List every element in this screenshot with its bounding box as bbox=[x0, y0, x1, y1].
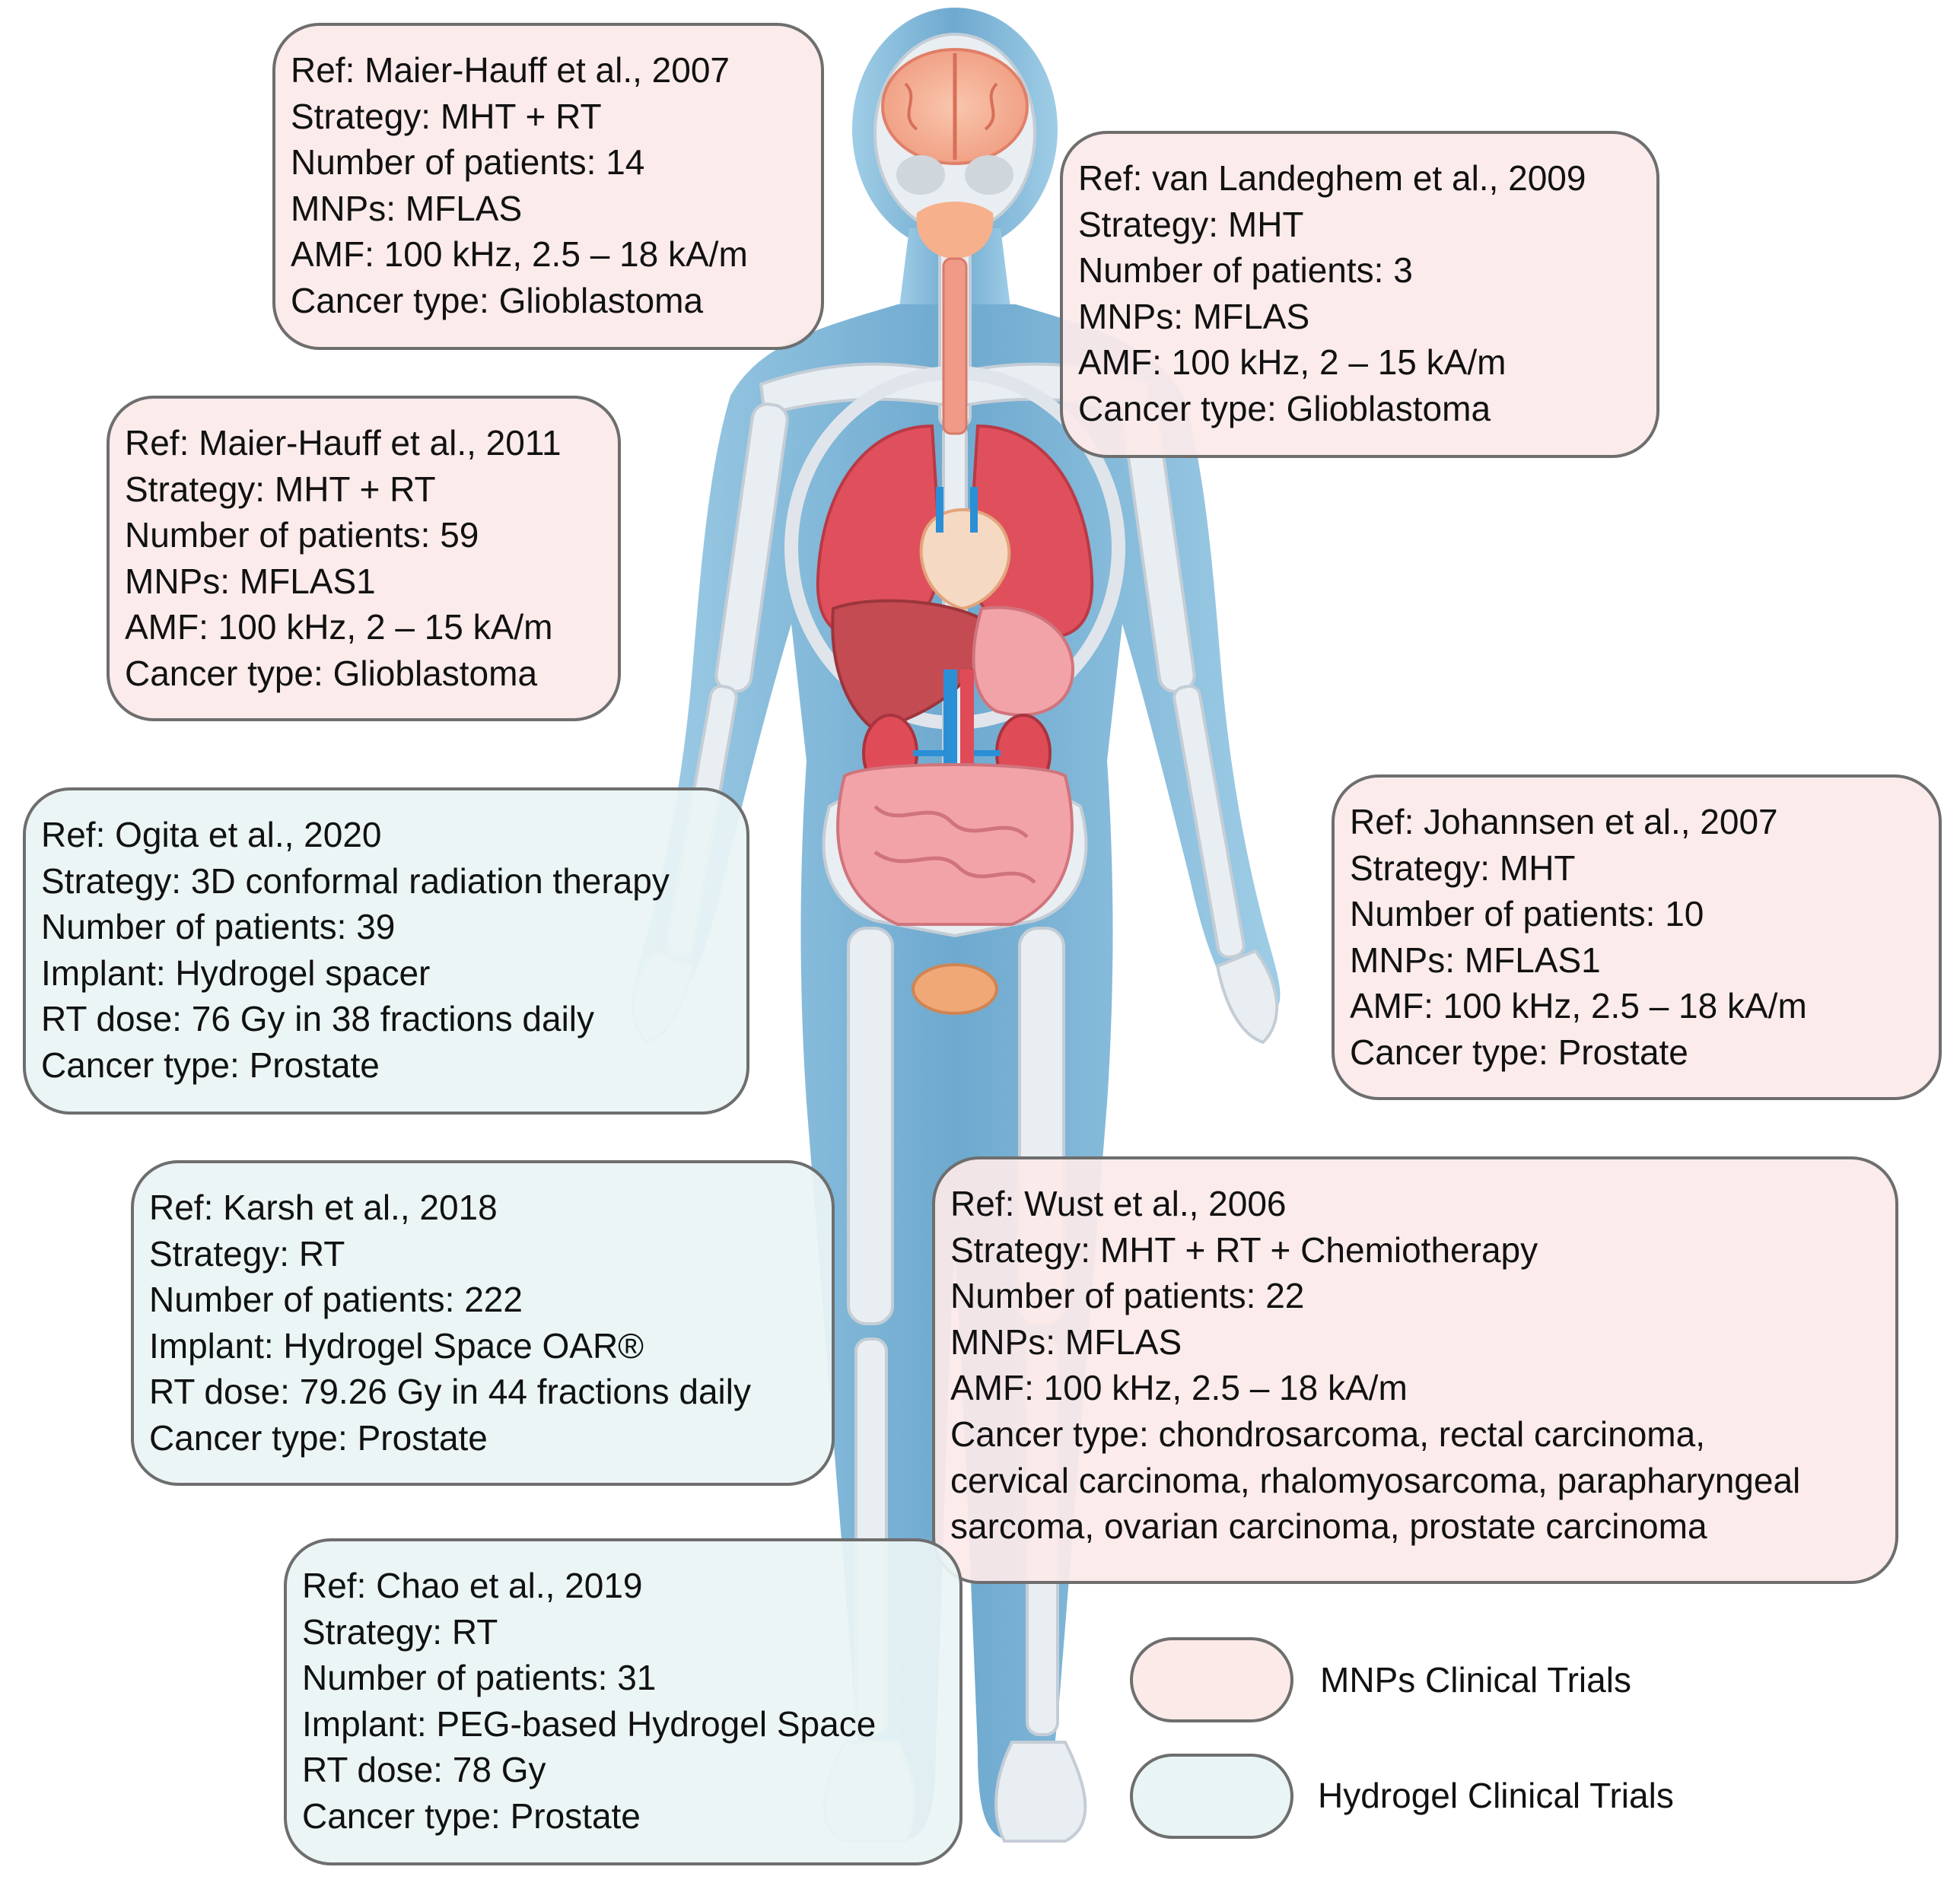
trial-cancer-type: Cancer type: chondrosarcoma, rectal carc… bbox=[950, 1414, 1705, 1454]
trial-mnps: MNPs: MFLAS1 bbox=[1350, 940, 1601, 980]
trial-box-maier-hauff-2011: Ref: Maier-Hauff et al., 2011 Strategy: … bbox=[107, 396, 621, 721]
trial-amf: AMF: 100 kHz, 2.5 – 18 kA/m bbox=[291, 234, 748, 275]
stomach bbox=[972, 606, 1075, 717]
trial-patients: Number of patients: 14 bbox=[291, 142, 645, 183]
trial-cancer-type: Cancer type: Prostate bbox=[149, 1417, 488, 1458]
trial-cancer-type: Cancer type: Prostate bbox=[41, 1045, 380, 1085]
trial-strategy: Strategy: RT bbox=[302, 1611, 498, 1652]
trial-patients: Number of patients: 22 bbox=[950, 1276, 1305, 1316]
trial-amf: AMF: 100 kHz, 2.5 – 18 kA/m bbox=[950, 1368, 1408, 1408]
trial-patients: Number of patients: 31 bbox=[302, 1658, 657, 1698]
trial-cancer-type: Cancer type: Prostate bbox=[302, 1795, 641, 1836]
trial-box-johannsen-2007: Ref: Johannsen et al., 2007 Strategy: MH… bbox=[1332, 774, 1942, 1100]
trial-mnps: MNPs: MFLAS bbox=[950, 1321, 1182, 1362]
trial-strategy: Strategy: 3D conformal radiation therapy bbox=[41, 860, 670, 901]
trial-patients: Number of patients: 3 bbox=[1078, 250, 1413, 291]
legend-label-mnp: MNPs Clinical Trials bbox=[1320, 1660, 1631, 1700]
trial-mnps: MNPs: MFLAS bbox=[1078, 296, 1310, 336]
trial-strategy: Strategy: MHT + RT bbox=[125, 469, 436, 509]
trachea bbox=[942, 257, 968, 435]
trial-amf: AMF: 100 kHz, 2 – 15 kA/m bbox=[1078, 342, 1507, 383]
trial-box-van-landeghem-2009: Ref: van Landeghem et al., 2009 Strategy… bbox=[1060, 131, 1659, 458]
trial-ref: Ref: Chao et al., 2019 bbox=[302, 1566, 643, 1605]
trial-cancer-type: Cancer type: Glioblastoma bbox=[1078, 388, 1491, 428]
trial-strategy: Strategy: RT bbox=[149, 1233, 345, 1274]
trial-cancer-type-cont: cervical carcinoma, rhalomyosarcoma, par… bbox=[950, 1460, 1801, 1500]
trial-box-ogita-2020: Ref: Ogita et al., 2020 Strategy: 3D con… bbox=[23, 787, 749, 1115]
trial-ref: Ref: Karsh et al., 2018 bbox=[149, 1188, 498, 1227]
trial-patients: Number of patients: 59 bbox=[125, 515, 479, 555]
brain bbox=[881, 48, 1029, 259]
trial-amf: AMF: 100 kHz, 2.5 – 18 kA/m bbox=[1350, 986, 1807, 1026]
trial-patients: Number of patients: 222 bbox=[149, 1280, 523, 1320]
trial-cancer-type: Cancer type: Glioblastoma bbox=[125, 653, 538, 693]
trial-amf: AMF: 100 kHz, 2 – 15 kA/m bbox=[125, 607, 553, 647]
trial-cancer-type: Cancer type: Glioblastoma bbox=[291, 280, 704, 320]
trial-ref: Ref: van Landeghem et al., 2009 bbox=[1078, 158, 1586, 198]
trial-rt-dose: RT dose: 76 Gy in 38 fractions daily bbox=[41, 999, 595, 1039]
bladder bbox=[912, 963, 998, 1015]
trial-cancer-type-cont: sarcoma, ovarian carcinoma, prostate car… bbox=[950, 1506, 1707, 1547]
trial-strategy: Strategy: MHT bbox=[1350, 848, 1576, 888]
trial-box-karsh-2018: Ref: Karsh et al., 2018 Strategy: RT Num… bbox=[131, 1160, 835, 1486]
trial-strategy: Strategy: MHT bbox=[1078, 204, 1304, 244]
trial-box-maier-hauff-2007: Ref: Maier-Hauff et al., 2007 Strategy: … bbox=[272, 23, 824, 350]
legend-swatch-hydrogel bbox=[1130, 1754, 1293, 1839]
trial-implant: Implant: Hydrogel Space OAR® bbox=[149, 1325, 644, 1366]
trial-box-chao-2019: Ref: Chao et al., 2019 Strategy: RT Numb… bbox=[284, 1538, 963, 1865]
trial-implant: Implant: PEG-based Hydrogel Space bbox=[302, 1703, 877, 1744]
trial-ref: Ref: Maier-Hauff et al., 2007 bbox=[291, 50, 730, 90]
trial-strategy: Strategy: MHT + RT + Chemiotherapy bbox=[950, 1229, 1538, 1270]
trial-patients: Number of patients: 10 bbox=[1350, 894, 1704, 934]
trial-patients: Number of patients: 39 bbox=[41, 907, 396, 947]
trial-ref: Ref: Maier-Hauff et al., 2011 bbox=[125, 423, 562, 463]
trial-box-wust-2006: Ref: Wust et al., 2006 Strategy: MHT + R… bbox=[932, 1156, 1898, 1584]
trial-ref: Ref: Ogita et al., 2020 bbox=[41, 815, 382, 854]
trial-rt-dose: RT dose: 79.26 Gy in 44 fractions daily bbox=[149, 1372, 751, 1412]
heart bbox=[919, 487, 1011, 611]
legend-label-hydrogel: Hydrogel Clinical Trials bbox=[1318, 1776, 1674, 1815]
intestines bbox=[836, 763, 1074, 926]
trial-ref: Ref: Johannsen et al., 2007 bbox=[1350, 802, 1778, 841]
trial-implant: Implant: Hydrogel spacer bbox=[41, 953, 431, 993]
legend-swatch-mnp bbox=[1130, 1637, 1293, 1722]
trial-strategy: Strategy: MHT + RT bbox=[291, 96, 602, 136]
trial-mnps: MNPs: MFLAS1 bbox=[125, 561, 376, 601]
trial-rt-dose: RT dose: 78 Gy bbox=[302, 1750, 546, 1790]
trial-mnps: MNPs: MFLAS bbox=[291, 188, 523, 228]
trial-cancer-type: Cancer type: Prostate bbox=[1350, 1032, 1688, 1072]
trial-ref: Ref: Wust et al., 2006 bbox=[950, 1184, 1287, 1223]
